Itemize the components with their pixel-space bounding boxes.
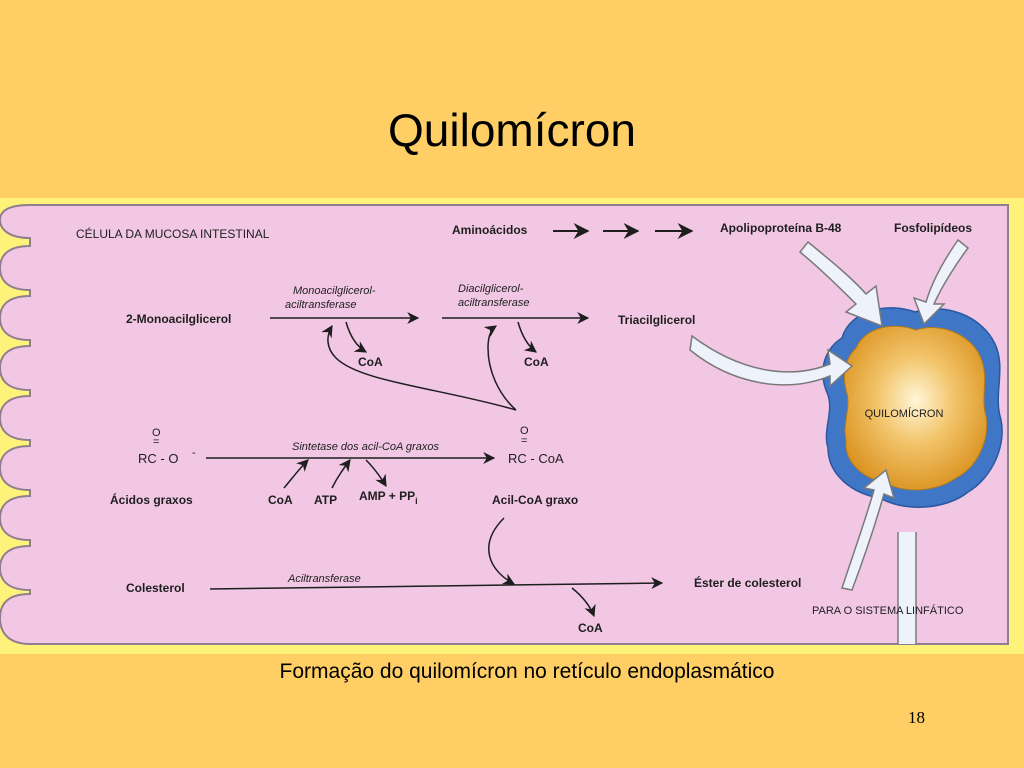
phospholipids-label: Fosfolipídeos bbox=[894, 221, 972, 235]
acyl-formula: RC - CoA bbox=[508, 451, 564, 466]
coa-label-2: CoA bbox=[524, 355, 549, 369]
atp-label: ATP bbox=[314, 493, 337, 507]
apolipoprotein-label: Apolipoproteína B-48 bbox=[720, 221, 842, 235]
figure-caption: Formação do quilomícron no retículo endo… bbox=[279, 660, 775, 683]
enzyme1-label-line2: aciltransferase bbox=[285, 299, 357, 311]
amp-pp-label: AMP + PPi bbox=[359, 489, 418, 506]
chylomicron-core bbox=[843, 325, 988, 491]
lymph-label: PARA O SISTEMA LINFÁTICO bbox=[812, 604, 964, 617]
cell-membrane bbox=[0, 204, 1009, 645]
chylomicron-formation-diagram: QUILOMÍCRON CÉLULA DA MUCOSA INTESTINAL … bbox=[0, 204, 1009, 645]
coa-release-arrow-1 bbox=[345, 321, 368, 353]
coa-release-arrow-3 bbox=[571, 587, 596, 618]
acyltransferase-label: Aciltransferase bbox=[287, 573, 361, 585]
acyl-oxygen: O bbox=[520, 425, 529, 437]
triacylglycerol-arrow bbox=[689, 334, 854, 388]
cholesterol-ester-label: Éster de colesterol bbox=[694, 575, 801, 590]
carboxylate-oxygen: O bbox=[152, 427, 161, 439]
coa-input-arrow bbox=[283, 459, 309, 489]
carboxylate-charge: - bbox=[192, 447, 196, 459]
slide-title: Quilomícron bbox=[388, 104, 636, 156]
apolipoprotein-arrow bbox=[798, 240, 883, 328]
acyl-double-bond: = bbox=[521, 435, 527, 447]
diagram-figure: QUILOMÍCRON CÉLULA DA MUCOSA INTESTINAL … bbox=[0, 198, 1024, 654]
monoacylglycerol-label: 2-Monoacilglicerol bbox=[126, 312, 231, 326]
cholesterol-label: Colesterol bbox=[126, 581, 185, 595]
acyltransferase-arrow bbox=[209, 577, 664, 590]
atp-input-arrow bbox=[331, 459, 351, 489]
amp-pp-text: AMP + PP bbox=[359, 489, 415, 503]
acyl-coa-feed-arrow-1 bbox=[321, 324, 517, 411]
acyl-coa-to-ester-arrow bbox=[488, 517, 516, 585]
lymph-channel bbox=[897, 532, 917, 644]
aminoacids-label: Aminoácidos bbox=[452, 223, 528, 237]
triacylglycerol-label: Triacilglicerol bbox=[618, 313, 695, 327]
acyl-coa-label: Acil-CoA graxo bbox=[492, 493, 578, 507]
enzyme2-label-line2: aciltransferase bbox=[458, 297, 530, 309]
phospholipid-arrow bbox=[912, 238, 970, 326]
fatty-acids-label: Ácidos graxos bbox=[110, 492, 193, 507]
cell-label: CÉLULA DA MUCOSA INTESTINAL bbox=[76, 226, 270, 241]
lymph-export-arrow bbox=[841, 468, 896, 591]
coa-input-label: CoA bbox=[268, 493, 293, 507]
carboxylate-double-bond: = bbox=[153, 436, 159, 448]
synthetase-label: Sintetase dos acil-CoA graxos bbox=[292, 441, 439, 453]
page-number: 18 bbox=[908, 708, 925, 727]
coa-release-arrow-2 bbox=[517, 321, 537, 353]
coa-label-3: CoA bbox=[578, 621, 603, 635]
coa-label-1: CoA bbox=[358, 355, 383, 369]
chylomicron-label: QUILOMÍCRON bbox=[865, 407, 944, 420]
carboxylate-formula: RC - O bbox=[138, 451, 178, 466]
enzyme1-label-line1: Monoacilglicerol- bbox=[293, 285, 376, 297]
amp-pp-subscript: i bbox=[415, 496, 418, 506]
acyl-coa-feed-arrow-2 bbox=[483, 325, 517, 411]
amp-output-arrow bbox=[365, 459, 387, 488]
enzyme2-label-line1: Diacilglicerol- bbox=[458, 283, 524, 295]
